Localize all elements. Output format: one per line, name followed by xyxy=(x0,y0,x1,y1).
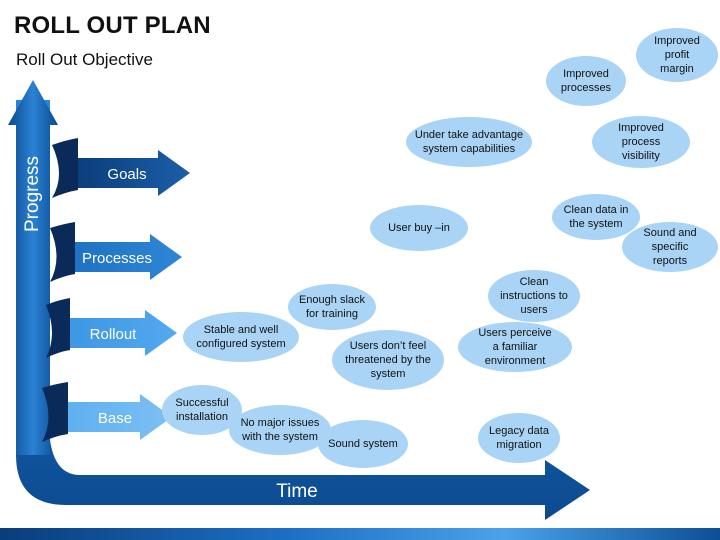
bubble-process-visibility: Improved process visibility xyxy=(592,116,690,168)
page-subtitle: Roll Out Objective xyxy=(16,50,153,69)
bubble-improved-processes: Improved processes xyxy=(546,56,626,106)
processes-arrow xyxy=(75,234,182,280)
time-axis-label: Time xyxy=(276,481,318,502)
bubble-sound-reports: Sound and specific reports xyxy=(622,222,718,272)
level-label-processes: Processes xyxy=(82,250,152,267)
bubble-clean-data: Clean data in the system xyxy=(552,194,640,240)
bubble-user-buy-in: User buy –in xyxy=(370,205,468,251)
bubble-clean-instructions: Clean instructions to users xyxy=(488,270,580,322)
goals-fold xyxy=(52,138,78,198)
bubble-enough-slack: Enough slack for training xyxy=(288,284,376,330)
time-axis-arrow xyxy=(16,100,590,520)
bubble-legacy-data: Legacy data migration xyxy=(478,413,560,463)
bubble-sound-system: Sound system xyxy=(318,420,408,468)
bubble-take-advantage: Under take advantage system capabilities xyxy=(406,117,532,167)
bottom-decorative-band xyxy=(0,528,720,540)
processes-fold xyxy=(50,222,75,282)
rollout-arrow xyxy=(70,310,177,356)
bubble-profit-margin: Improved profit margin xyxy=(636,28,718,82)
bubble-familiar-environment: Users perceive a familiar environment xyxy=(458,322,572,372)
bubble-successful-installation: Successful installation xyxy=(162,385,242,435)
level-label-goals: Goals xyxy=(107,166,146,183)
bubble-stable-system: Stable and well configured system xyxy=(183,312,299,362)
progress-axis-arrow xyxy=(8,80,58,455)
level-label-rollout: Rollout xyxy=(90,326,138,343)
goals-arrow xyxy=(78,150,190,196)
base-arrow xyxy=(68,394,172,440)
base-fold xyxy=(42,382,68,442)
bubble-no-major-issues: No major issues with the system xyxy=(229,405,331,455)
bubble-users-not-threatened: Users don’t feel threatened by the syste… xyxy=(332,330,444,390)
rollout-fold xyxy=(46,298,70,358)
page-title: ROLL OUT PLAN xyxy=(14,12,211,39)
progress-axis-label: Progress xyxy=(22,156,43,232)
level-label-base: Base xyxy=(98,410,132,427)
